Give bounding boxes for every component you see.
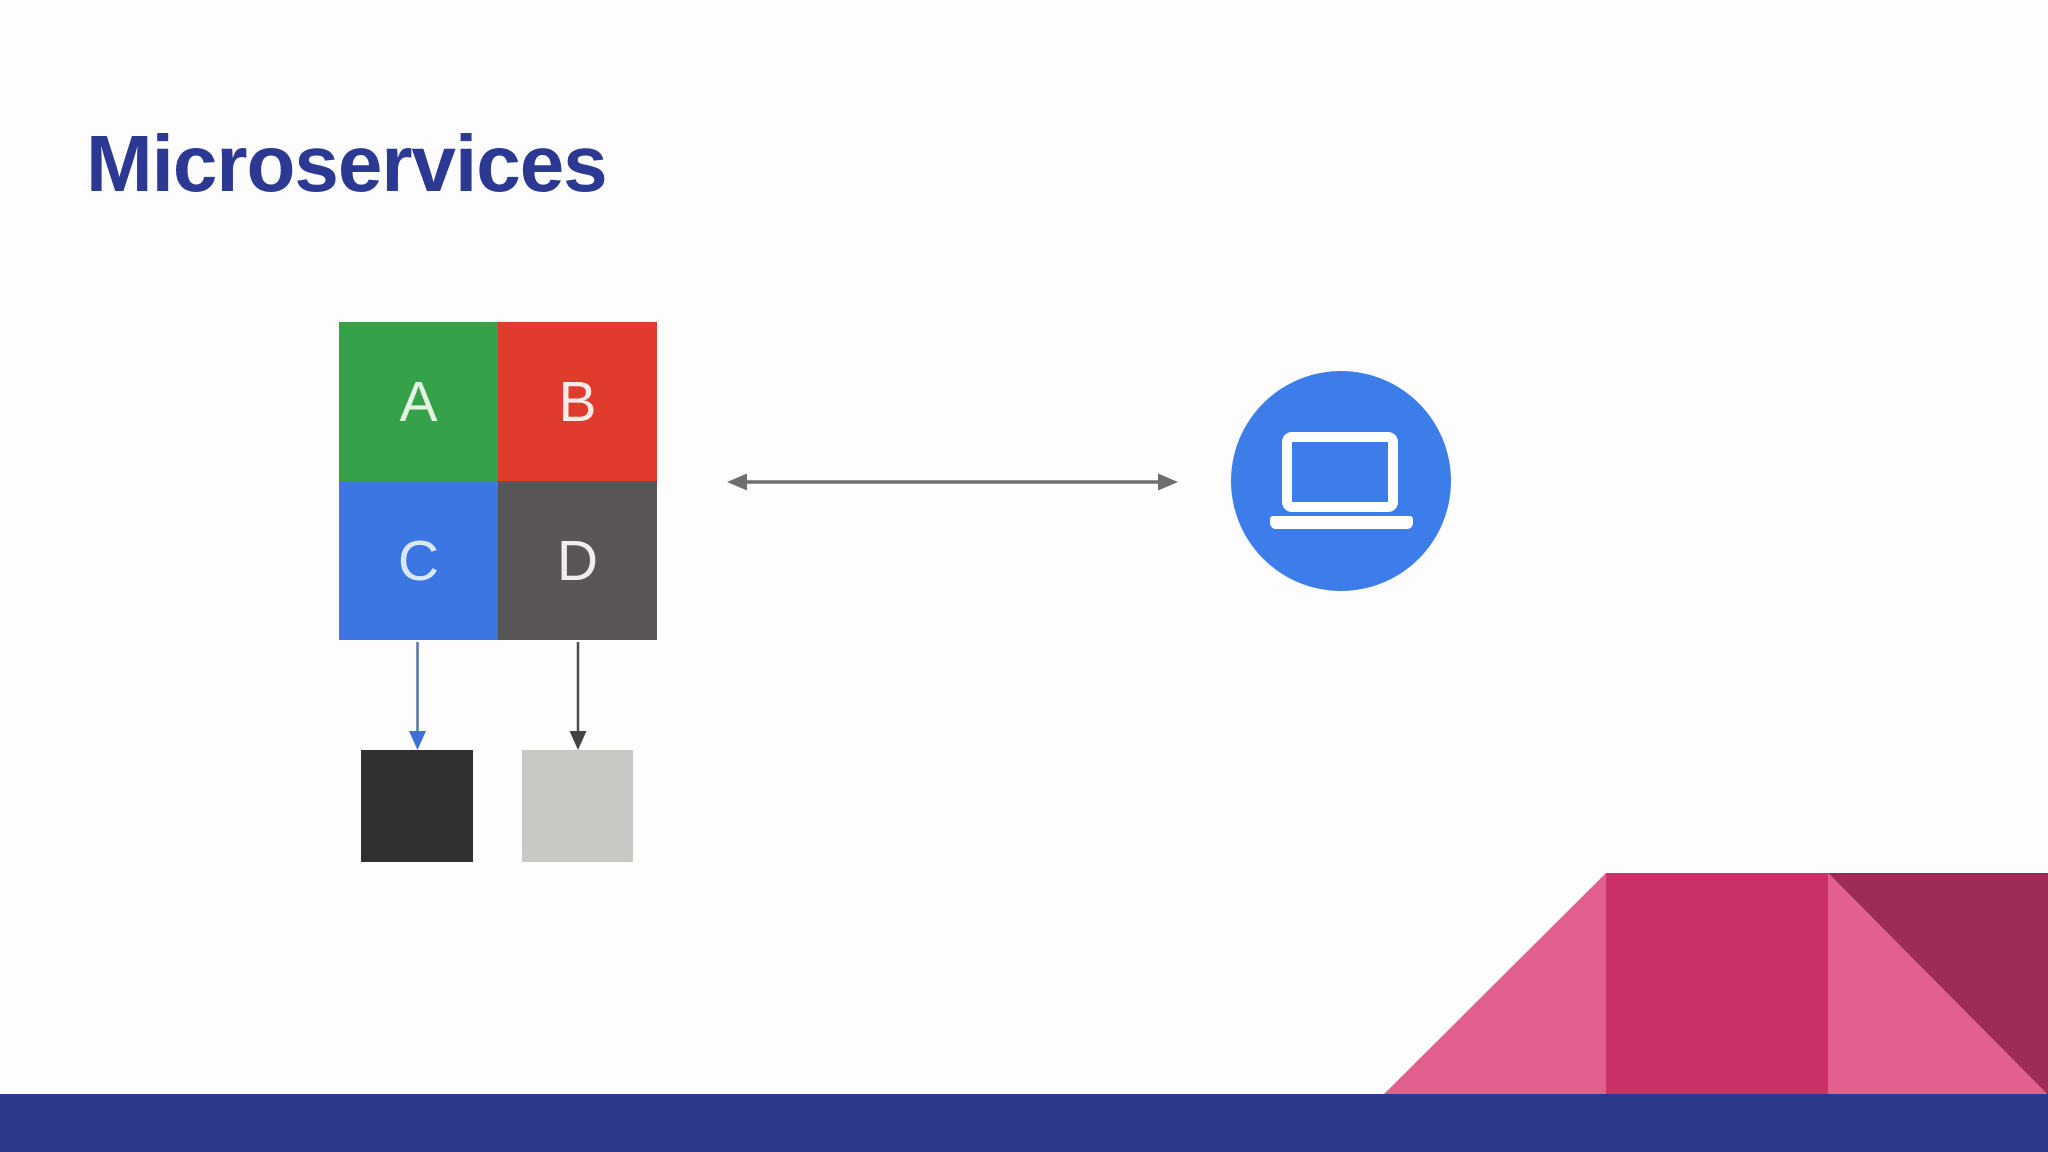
arrow-c-head bbox=[409, 731, 426, 750]
arrow-d-down bbox=[569, 642, 587, 750]
laptop-base bbox=[1270, 516, 1413, 529]
laptop-screen bbox=[1282, 432, 1398, 512]
grid-cell-a: A bbox=[339, 322, 498, 481]
grid-cell-d: D bbox=[498, 481, 657, 640]
client-circle bbox=[1231, 371, 1451, 591]
grid-cell-c: C bbox=[339, 481, 498, 640]
corner-decoration bbox=[1383, 873, 2048, 1095]
dark-service-box bbox=[361, 750, 473, 862]
light-service-box bbox=[522, 750, 633, 862]
monolith-grid: A B C D bbox=[339, 322, 657, 640]
grid-cell-b: B bbox=[498, 322, 657, 481]
arrow-c-down bbox=[409, 642, 426, 750]
decoration-right-triangle bbox=[1828, 873, 2048, 1095]
decoration-center-rect bbox=[1606, 873, 1828, 1095]
footer-bar bbox=[0, 1094, 2048, 1152]
arrow-d-head bbox=[569, 731, 587, 750]
slide-title: Microservices bbox=[86, 119, 608, 208]
double-arrow-left-head bbox=[727, 473, 747, 491]
double-arrow-right-head bbox=[1158, 473, 1178, 491]
decoration-left-triangle bbox=[1383, 873, 1606, 1095]
double-arrow bbox=[727, 473, 1178, 491]
